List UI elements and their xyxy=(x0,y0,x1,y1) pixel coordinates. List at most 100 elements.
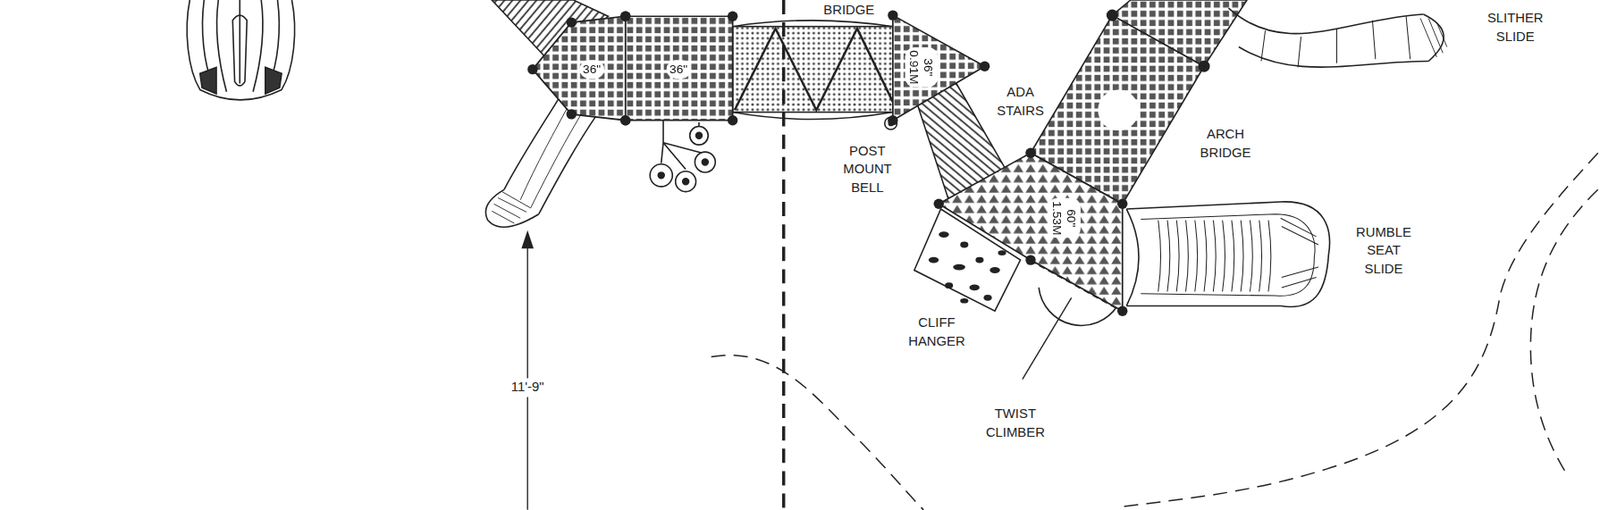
deck-height: 36" 0.91M xyxy=(905,47,939,88)
post xyxy=(566,16,577,27)
slide-rib xyxy=(1240,220,1244,293)
post xyxy=(566,109,577,119)
deck-outline xyxy=(625,16,733,120)
boundary-line xyxy=(711,355,924,510)
slide-bed xyxy=(520,103,584,208)
dimension-arrow xyxy=(522,232,532,248)
leader-line xyxy=(1022,297,1072,379)
slide-exit-lines xyxy=(1280,218,1319,288)
deck-platform: 36" xyxy=(625,16,733,120)
slide-rib xyxy=(1249,220,1253,293)
slide-rib xyxy=(1167,220,1171,293)
slide-rail xyxy=(1238,47,1429,68)
part-name: TWIST CLIMBER xyxy=(984,404,1048,442)
part-name: SLITHER SLIDE xyxy=(1485,8,1546,46)
deck-platform: 36" xyxy=(532,16,626,120)
deck-platform: 36" 0.91M xyxy=(892,15,986,121)
slide-rib xyxy=(1204,220,1207,293)
part-name: RUMBLE SEAT SLIDE xyxy=(1354,223,1414,279)
post xyxy=(1025,148,1036,159)
deck-outline xyxy=(892,15,986,121)
bridge-rail xyxy=(732,112,893,120)
slide-exit xyxy=(1423,14,1445,62)
slither-slide xyxy=(1228,8,1447,68)
climbing-holds xyxy=(975,257,984,264)
post xyxy=(620,11,631,22)
slide-outline xyxy=(1126,202,1330,308)
part-name: CLIFF HANGER xyxy=(906,314,968,352)
climber-feet xyxy=(200,67,282,94)
deck-outline xyxy=(938,152,1122,312)
post xyxy=(727,11,738,22)
post xyxy=(934,199,944,210)
climbing-holds xyxy=(969,285,980,292)
ring xyxy=(675,171,697,193)
slide-rib xyxy=(1231,220,1235,293)
property-line xyxy=(782,0,785,510)
ring-grip xyxy=(657,172,665,179)
slide-rail xyxy=(538,116,597,215)
deck-height: 60" 1.53M xyxy=(1047,198,1081,239)
slide-exit-lines xyxy=(491,192,531,224)
part-name: ADA STAIRS xyxy=(994,84,1046,121)
climber-outline xyxy=(186,0,295,101)
slide-rib xyxy=(1212,220,1216,293)
post xyxy=(1025,254,1036,265)
spring-climber xyxy=(186,0,295,101)
post xyxy=(1117,199,1128,210)
climbing-holds xyxy=(989,267,1000,274)
post xyxy=(1198,60,1209,71)
post xyxy=(1107,9,1118,20)
part-name: ARCH BRIDGE xyxy=(1197,125,1253,162)
ring xyxy=(649,164,673,187)
bridge-zigzag xyxy=(734,28,893,110)
rumble-seat-slide xyxy=(1126,202,1330,308)
deck-outline xyxy=(532,16,626,120)
ring xyxy=(694,151,716,173)
post xyxy=(620,115,631,126)
climbing-holds xyxy=(960,298,969,304)
ring-grip xyxy=(682,178,690,186)
post xyxy=(620,11,631,22)
deck-shape xyxy=(938,152,1122,312)
slide-exit xyxy=(485,189,539,228)
post xyxy=(887,9,898,20)
ring-grip xyxy=(696,132,703,139)
climbing-holds xyxy=(983,294,992,302)
bridge xyxy=(732,20,893,120)
top-deck xyxy=(1111,0,1247,67)
slide-rib xyxy=(1222,220,1226,293)
slide-rib xyxy=(1158,220,1162,293)
climbing-holds xyxy=(944,282,953,289)
deck-platform: 60" 1.53M xyxy=(938,152,1122,312)
post xyxy=(887,115,898,126)
equipment xyxy=(186,0,1599,510)
slide-rib xyxy=(1195,220,1198,293)
boundary-line xyxy=(1122,152,1599,507)
part-name: BRIDGE xyxy=(821,0,876,20)
post xyxy=(727,115,738,126)
climber-handle xyxy=(232,15,247,86)
ring xyxy=(690,126,709,146)
slide-rib xyxy=(1176,220,1179,293)
climbing-holds xyxy=(928,257,939,264)
slide-rib xyxy=(1259,220,1263,293)
climbing-holds xyxy=(952,264,966,271)
climbing-holds xyxy=(938,231,949,238)
deck-height: 36" xyxy=(666,59,691,79)
post xyxy=(620,115,631,126)
bridge-deck xyxy=(732,26,893,113)
slide-rib xyxy=(1186,220,1189,293)
part-name: POST MOUNT BELL xyxy=(841,142,894,198)
ring-grip xyxy=(701,159,708,166)
deck-height: 36" xyxy=(580,59,605,79)
dimension: 11'-9" xyxy=(509,378,547,398)
bridge-rail xyxy=(732,20,893,27)
hanging-rings xyxy=(649,120,716,193)
slide-hood xyxy=(1126,209,1139,306)
post xyxy=(979,60,990,71)
slide-exit-lines xyxy=(1420,18,1448,58)
slide-bed xyxy=(1140,214,1315,297)
slide-rail xyxy=(1228,8,1424,34)
